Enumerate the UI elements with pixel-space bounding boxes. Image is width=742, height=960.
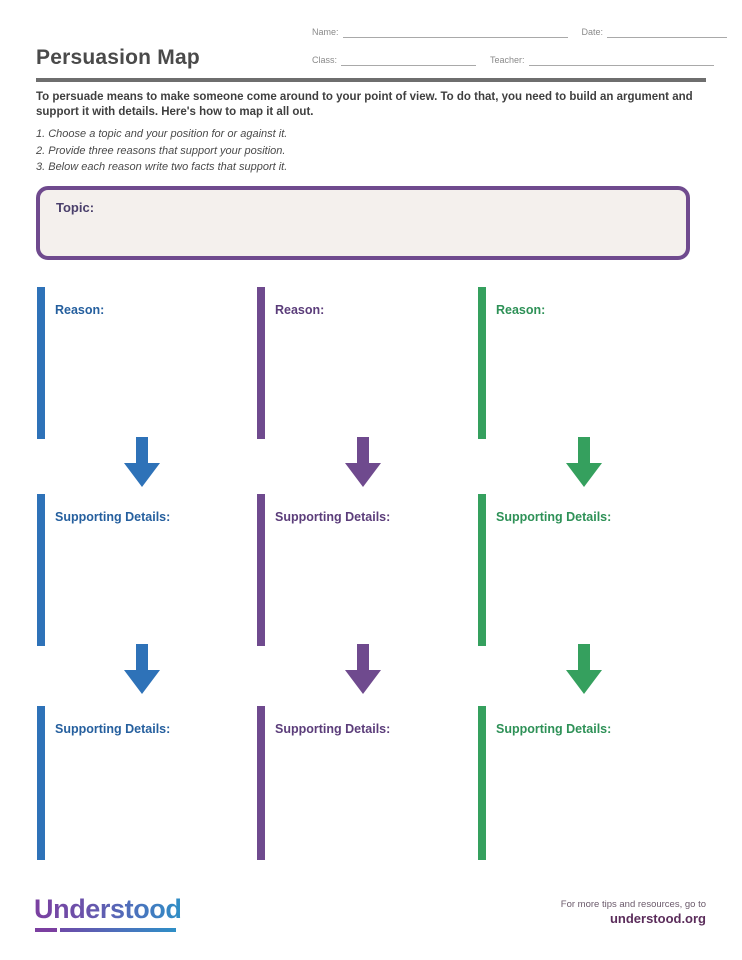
name-field-line[interactable] (342, 27, 568, 38)
date-field-label: Date: (581, 27, 604, 37)
name-field[interactable]: Name: (312, 27, 568, 38)
instruction-step-1: 1. Choose a topic and your position for … (36, 128, 288, 140)
supporting-details-box-purple-2[interactable]: Supporting Details: (257, 706, 390, 860)
name-field-label: Name: (312, 27, 339, 37)
supporting-details-label: Supporting Details: (55, 510, 171, 524)
arrow-down-icon-green-2 (564, 644, 604, 696)
understood-logo-underline (35, 928, 176, 932)
class-field[interactable]: Class: (312, 55, 477, 66)
arrow-down-icon-blue-2 (122, 644, 162, 696)
reason-box-purple[interactable]: Reason: (257, 287, 324, 439)
arrow-down-icon-blue-1 (122, 437, 162, 489)
page-footer: Understood For more tips and resources, … (0, 884, 742, 960)
header-fields-row-1: Name: Date: (312, 27, 728, 38)
topic-label: Topic: (56, 200, 95, 215)
logo-underline-segment-left (35, 928, 57, 932)
instruction-step-3: 3. Below each reason write two facts tha… (36, 161, 288, 173)
reason-label: Reason: (275, 303, 325, 317)
footer-resources: For more tips and resources, go to under… (561, 898, 706, 927)
supporting-details-label: Supporting Details: (496, 510, 612, 524)
supporting-details-label: Supporting Details: (275, 722, 391, 736)
supporting-details-label: Supporting Details: (496, 722, 612, 736)
instruction-step-2: 2. Provide three reasons that support yo… (36, 144, 286, 157)
date-field[interactable]: Date: (582, 27, 728, 38)
supporting-details-label: Supporting Details: (275, 510, 391, 524)
reason-box-green[interactable]: Reason: (478, 287, 545, 439)
arrow-down-icon-purple-1 (343, 437, 383, 489)
footer-tagline: For more tips and resources, go to (560, 899, 706, 910)
arrow-down-icon-purple-2 (343, 644, 383, 696)
page-header: Persuasion Map Name: Date: Class: Teache… (0, 0, 742, 82)
supporting-details-box-green-1[interactable]: Supporting Details: (478, 494, 611, 646)
footer-url[interactable]: understood.org (609, 911, 706, 926)
supporting-details-box-blue-2[interactable]: Supporting Details: (37, 706, 170, 860)
teacher-field[interactable]: Teacher: (490, 55, 714, 66)
header-divider (36, 78, 706, 82)
understood-logo[interactable]: Understood (34, 894, 234, 932)
teacher-field-line[interactable] (528, 55, 714, 66)
reason-box-blue[interactable]: Reason: (37, 287, 104, 439)
logo-underline-gap (57, 928, 60, 932)
arrow-down-icon-green-1 (564, 437, 604, 489)
supporting-details-box-blue-1[interactable]: Supporting Details: (37, 494, 170, 646)
logo-underline-segment-right (60, 928, 176, 932)
supporting-details-box-purple-1[interactable]: Supporting Details: (257, 494, 390, 646)
supporting-details-label: Supporting Details: (55, 722, 171, 736)
page-title: Persuasion Map (36, 46, 200, 69)
header-fields-row-2: Class: Teacher: (312, 55, 714, 66)
instructions-block: To persuade means to make someone come a… (36, 90, 712, 176)
topic-box[interactable]: Topic: (36, 186, 690, 260)
reason-label: Reason: (55, 303, 105, 317)
instructions-intro: To persuade means to make someone come a… (36, 91, 693, 118)
class-field-label: Class: (312, 55, 338, 65)
reason-label: Reason: (496, 303, 546, 317)
date-field-line[interactable] (607, 27, 728, 38)
supporting-details-box-green-2[interactable]: Supporting Details: (478, 706, 611, 860)
teacher-field-label: Teacher: (490, 55, 525, 65)
understood-logo-text: Understood (34, 894, 182, 924)
class-field-line[interactable] (341, 55, 477, 66)
